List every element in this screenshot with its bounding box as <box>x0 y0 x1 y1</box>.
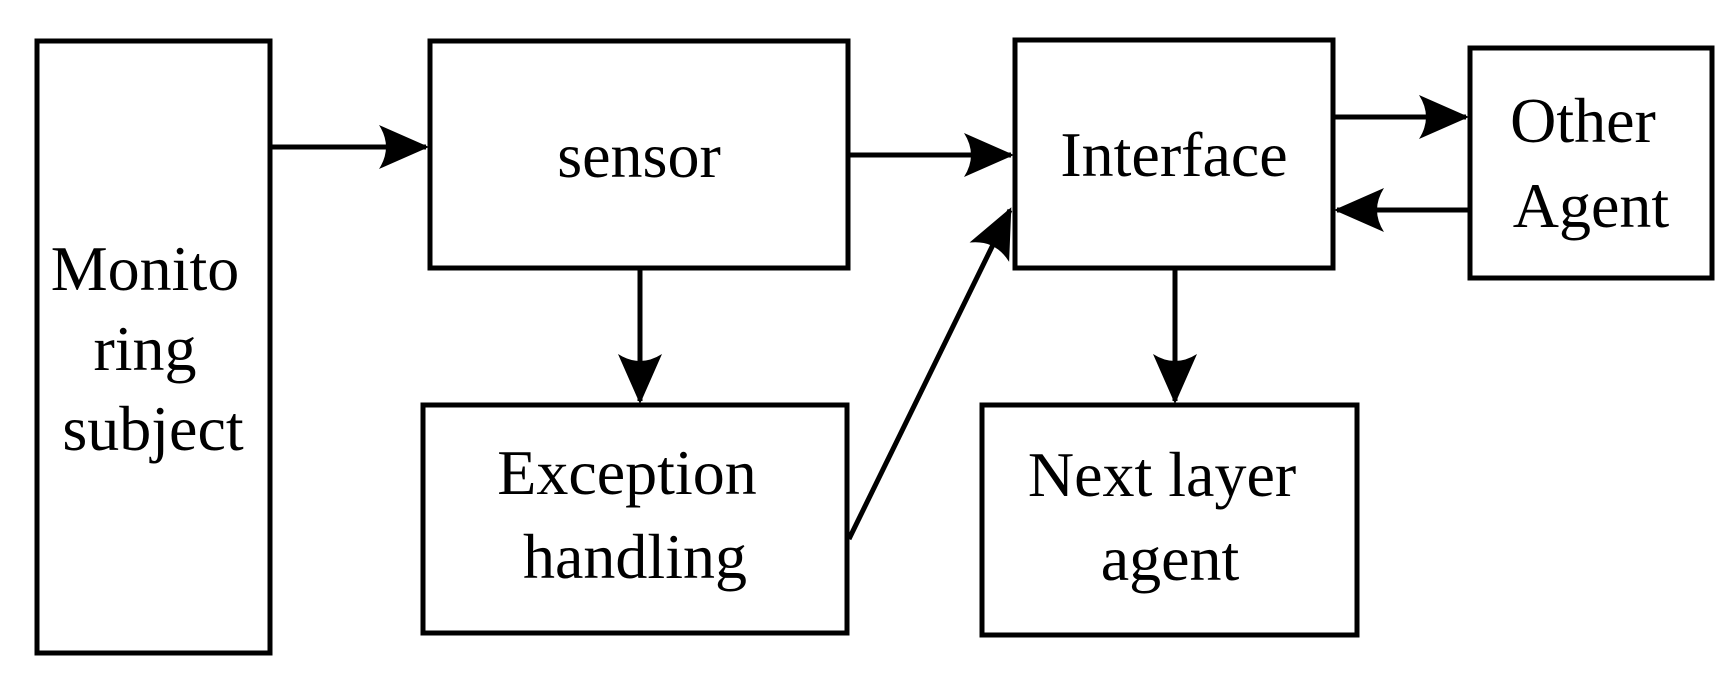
sensor-label: sensor <box>557 120 721 191</box>
monitoring-subject-line-2: ring <box>93 313 196 384</box>
next-layer-agent-box <box>979 402 1360 638</box>
other-agent-label: Other Agent <box>1510 85 1672 241</box>
node-monitoring-subject: Monito ring subject <box>34 38 273 656</box>
node-interface: Interface <box>1012 37 1336 271</box>
interface-label: Interface <box>1060 119 1287 190</box>
sensor-line-1: sensor <box>557 120 721 191</box>
interface-box <box>1012 37 1336 271</box>
monitoring-subject-line-3: subject <box>62 393 244 464</box>
next-layer-agent-line-1: Next layer <box>1028 439 1296 510</box>
exception-handling-box <box>420 402 850 636</box>
other-agent-box <box>1467 45 1715 281</box>
edge-exception-handling-to-interface <box>846 207 1013 541</box>
interface-line-1: Interface <box>1060 119 1287 190</box>
next-layer-agent-line-2: agent <box>1101 523 1240 594</box>
sensor-box <box>427 38 851 271</box>
node-exception-handling: Exception handling <box>420 402 850 636</box>
monitoring-subject-box <box>34 38 273 656</box>
next-layer-agent-label: Next layer agent <box>1028 439 1312 594</box>
monitoring-subject-label: Monito ring subject <box>51 233 255 464</box>
node-next-layer-agent: Next layer agent <box>979 402 1360 638</box>
other-agent-line-2: Agent <box>1513 170 1670 241</box>
exception-handling-label: Exception handling <box>497 437 772 592</box>
monitoring-subject-line-1: Monito <box>51 233 239 304</box>
other-agent-line-1: Other <box>1510 85 1656 156</box>
node-other-agent: Other Agent <box>1467 45 1715 281</box>
exception-handling-line-2: handling <box>523 521 747 592</box>
node-sensor: sensor <box>427 38 851 271</box>
exception-handling-line-1: Exception <box>497 437 756 508</box>
